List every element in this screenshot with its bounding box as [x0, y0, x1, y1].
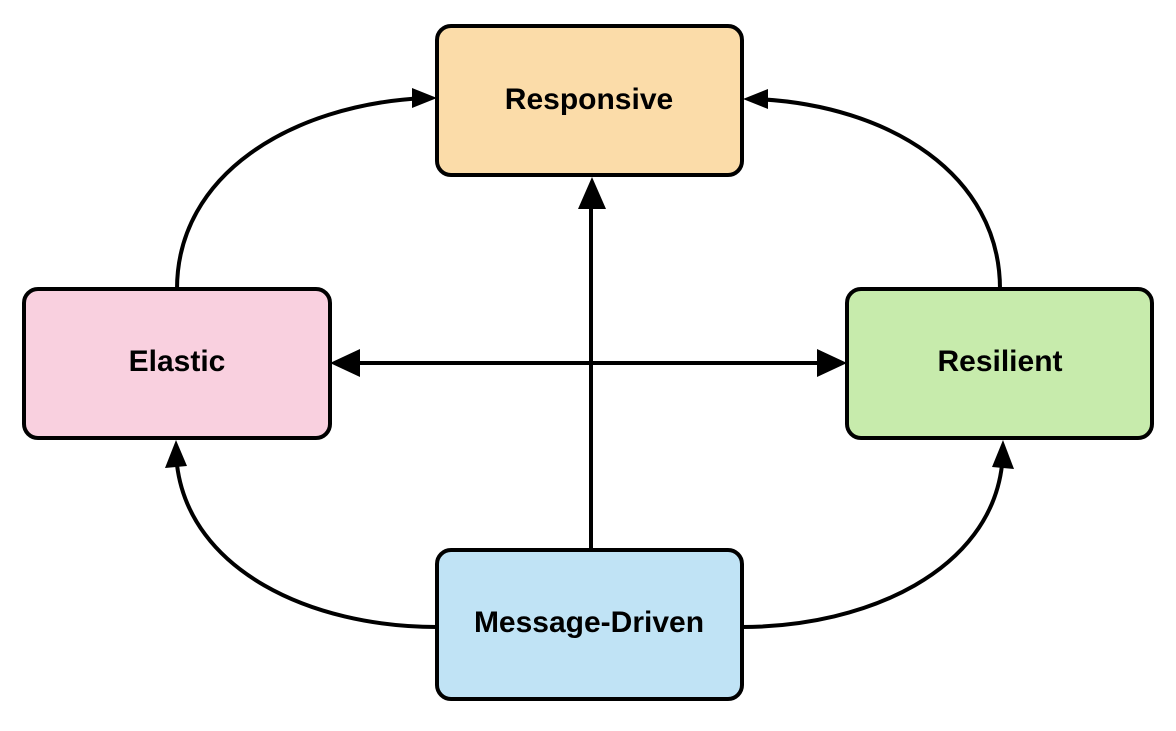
node-elastic[interactable]: Elastic [22, 287, 332, 440]
node-message-driven[interactable]: Message-Driven [435, 548, 744, 701]
node-resilient-box[interactable] [845, 287, 1154, 440]
arrow-head-into-resilient-left [817, 349, 847, 377]
node-responsive[interactable]: Responsive [435, 24, 744, 177]
edge-elastic-resilient-bidirectional [330, 349, 847, 377]
arrow-head-into-responsive-left [412, 88, 437, 108]
node-responsive-box[interactable] [435, 24, 744, 177]
edge-message-driven-to-elastic [165, 440, 438, 629]
arrow-head-into-elastic-bottom [165, 440, 187, 468]
edge-path-resilient-to-responsive [755, 97, 1002, 290]
edge-path-elastic-to-responsive [175, 96, 425, 290]
edge-elastic-to-responsive [175, 88, 437, 290]
arrow-head-into-resilient-bottom [992, 440, 1014, 469]
arrow-head-into-elastic-right [330, 349, 360, 377]
edge-resilient-to-responsive [743, 89, 1002, 290]
arrow-head-into-responsive-right [743, 89, 768, 109]
node-message-driven-box[interactable] [435, 548, 744, 701]
arrow-head-into-responsive-bottom [578, 177, 606, 209]
node-elastic-box[interactable] [22, 287, 332, 440]
edge-path-message-driven-to-resilient [741, 464, 1004, 629]
edge-path-message-driven-to-elastic [175, 464, 438, 629]
edge-message-driven-to-resilient [741, 440, 1014, 629]
node-resilient[interactable]: Resilient [845, 287, 1154, 440]
edge-message-driven-to-responsive [578, 177, 606, 550]
